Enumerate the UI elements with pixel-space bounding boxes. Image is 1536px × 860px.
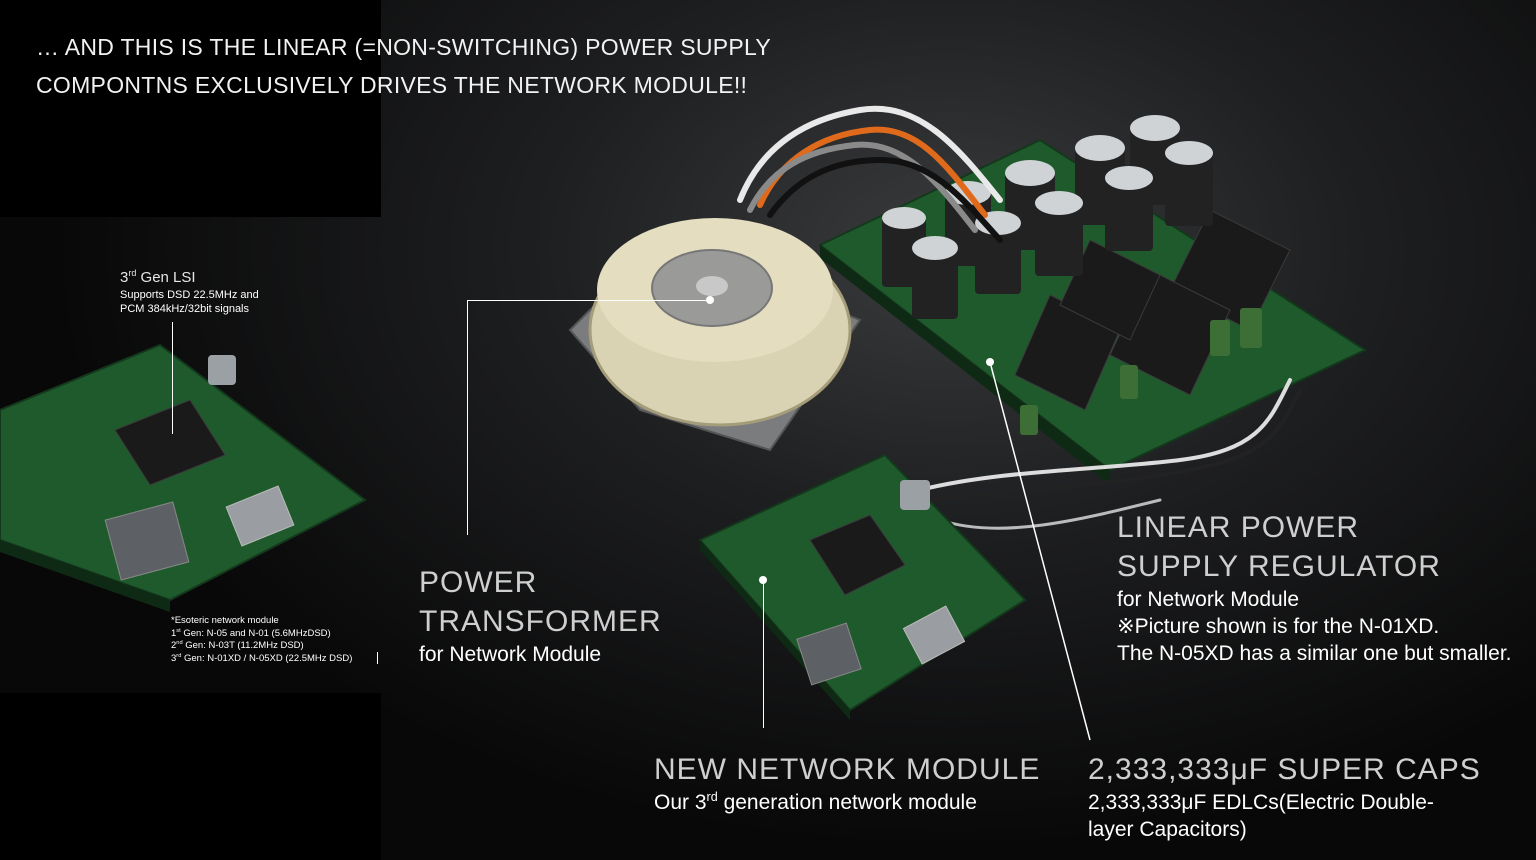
network-pointer-dot bbox=[759, 576, 767, 584]
network-sub: Our 3rd generation network module bbox=[654, 790, 977, 814]
regulator-heatsinks bbox=[1014, 209, 1291, 411]
esoteric-gen-3: 3rd Gen: N-01XD / N-05XD (22.5MHz DSD) bbox=[171, 652, 353, 664]
network-title: NEW NETWORK MODULE bbox=[654, 753, 1041, 786]
supercaps-label: 2,333,333μF SUPER CAPS 2,333,333μF EDLCs… bbox=[1088, 750, 1481, 843]
left-black-panel bbox=[0, 0, 381, 217]
transformer-title-2: TRANSFORMER bbox=[419, 605, 662, 638]
esoteric-bracket bbox=[377, 652, 378, 664]
regulator-label: LINEAR POWER SUPPLY REGULATOR for Networ… bbox=[1117, 508, 1512, 667]
headline-line-1: … AND THIS IS THE LINEAR (=NON-SWITCHING… bbox=[36, 34, 772, 60]
capacitors bbox=[882, 115, 1262, 435]
transformer-pointer-h bbox=[467, 300, 710, 301]
transformer-title-1: POWER bbox=[419, 566, 538, 599]
supercaps-title: 2,333,333μF SUPER CAPS bbox=[1088, 753, 1481, 786]
regulator-title-2: SUPPLY REGULATOR bbox=[1117, 550, 1441, 583]
lsi-line-2: PCM 384kHz/32bit signals bbox=[120, 303, 250, 315]
lsi-line-1: Supports DSD 22.5MHz and bbox=[120, 289, 259, 301]
network-pointer bbox=[763, 580, 764, 728]
transformer-pointer-dot bbox=[706, 296, 714, 304]
esoteric-gen-1: 1st Gen: N-05 and N-01 (5.6MHzDSD) bbox=[171, 627, 331, 639]
regulator-sub-2: ※Picture shown is for the N-01XD. bbox=[1117, 615, 1440, 638]
regulator-sub-1: for Network Module bbox=[1117, 588, 1300, 611]
lsi-pointer-line bbox=[172, 322, 173, 434]
lsi-title: 3rd Gen LSI bbox=[120, 268, 196, 287]
transformer-pointer-v bbox=[467, 300, 468, 535]
esoteric-list: *Esoteric network module 1st Gen: N-05 a… bbox=[171, 615, 352, 665]
transformer-label: POWER TRANSFORMER for Network Module bbox=[419, 563, 662, 668]
lsi-label: 3rd Gen LSI Supports DSD 22.5MHz and PCM… bbox=[120, 268, 259, 316]
regulator-title-1: LINEAR POWER bbox=[1117, 511, 1360, 544]
left-black-panel-bottom bbox=[0, 693, 381, 860]
supercaps-sub-1: 2,333,333μF EDLCs(Electric Double- bbox=[1088, 791, 1434, 814]
transformer-sub: for Network Module bbox=[419, 643, 602, 666]
headline: … AND THIS IS THE LINEAR (=NON-SWITCHING… bbox=[36, 28, 836, 104]
esoteric-gen-2: 2nd Gen: N-03T (11.2MHz DSD) bbox=[171, 639, 304, 651]
esoteric-heading: *Esoteric network module bbox=[171, 615, 279, 626]
network-label: NEW NETWORK MODULE Our 3rd generation ne… bbox=[654, 750, 1040, 816]
supercaps-sub-2: layer Capacitors) bbox=[1088, 818, 1247, 841]
regulator-sub-3: The N-05XD has a similar one but smaller… bbox=[1117, 642, 1512, 665]
headline-line-2: COMPONTNS EXCLUSIVELY DRIVES THE NETWORK… bbox=[36, 72, 748, 98]
